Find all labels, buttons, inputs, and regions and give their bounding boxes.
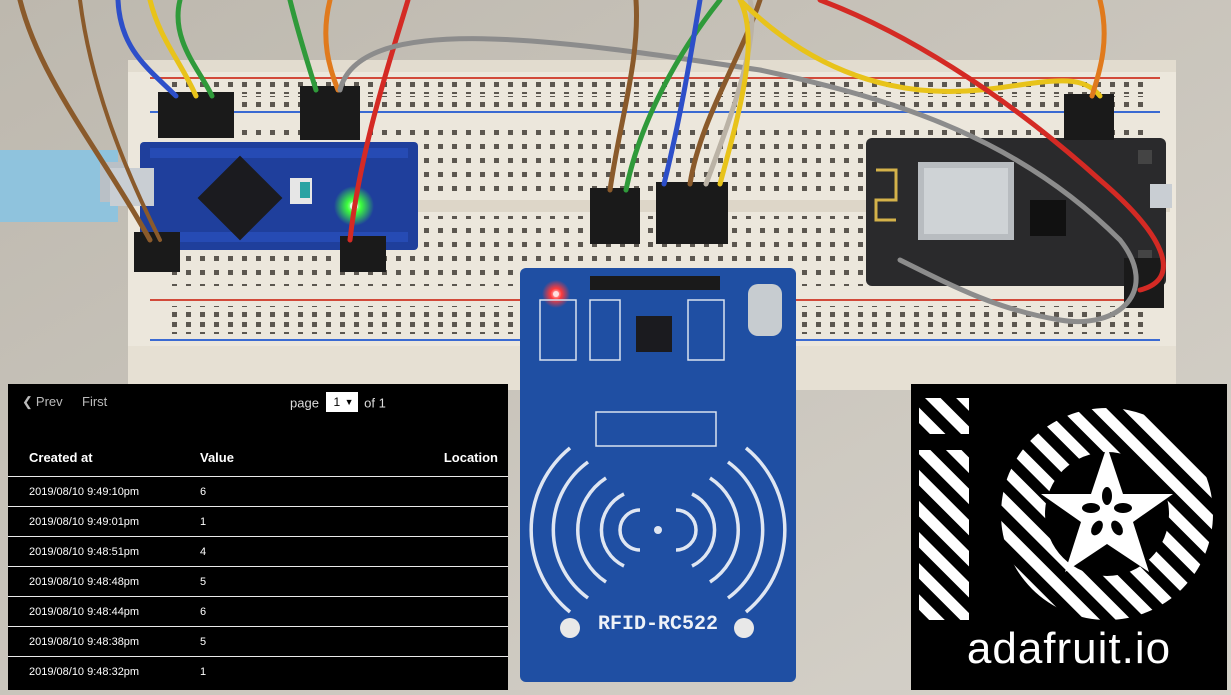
cell-value: 6 <box>200 606 207 618</box>
cell-created-at: 2019/08/10 9:48:48pm <box>29 576 140 588</box>
page-total: of 1 <box>364 395 386 411</box>
prev-label: Prev <box>35 394 63 409</box>
arduino-nano-board <box>110 142 418 250</box>
table-row: 2019/08/10 9:49:10pm 6 <box>8 476 508 506</box>
prev-page-link[interactable]: ❮Prev <box>22 394 63 410</box>
chevron-left-icon: ❮ <box>22 394 33 409</box>
table-header: Created at Value Location <box>8 448 508 470</box>
first-page-link[interactable]: First <box>82 394 108 409</box>
header-pins <box>590 188 640 244</box>
cell-value: 1 <box>200 666 207 678</box>
header-pins <box>656 182 728 244</box>
jumper-wires <box>17 0 1166 324</box>
column-header-created-at[interactable]: Created at <box>29 450 93 465</box>
feed-data-table-panel: ❮Prev First page 1▼ of 1 Created at Valu… <box>8 384 508 690</box>
table-row: 2019/08/10 9:48:38pm 5 <box>8 626 508 656</box>
rfid-rc522-module: RFID-RC522 <box>520 268 796 682</box>
table-body: 2019/08/10 9:49:10pm 6 2019/08/10 9:49:01… <box>8 476 508 686</box>
cell-created-at: 2019/08/10 9:48:44pm <box>29 606 140 618</box>
table-row: 2019/08/10 9:48:44pm 6 <box>8 596 508 626</box>
adafruit-io-wordmark: adafruit.io <box>966 624 1172 673</box>
column-header-value[interactable]: Value <box>200 450 234 465</box>
page-select[interactable]: 1▼ <box>325 392 358 412</box>
table-row: 2019/08/10 9:48:48pm 5 <box>8 566 508 596</box>
rfid-module-label: RFID-RC522 <box>598 613 718 636</box>
caret-down-icon: ▼ <box>344 397 354 407</box>
cell-value: 5 <box>200 576 207 588</box>
cell-created-at: 2019/08/10 9:48:38pm <box>29 636 140 648</box>
page-indicator: page 1▼ of 1 <box>290 392 386 414</box>
usb-cable <box>0 150 118 222</box>
cell-created-at: 2019/08/10 9:48:51pm <box>29 546 140 558</box>
header-pins <box>300 86 360 140</box>
adafruit-io-logo-icon <box>911 384 1227 624</box>
header-pins <box>158 92 234 138</box>
page-label: page <box>290 395 319 411</box>
table-row: 2019/08/10 9:48:51pm 4 <box>8 536 508 566</box>
cell-value: 5 <box>200 636 207 648</box>
cell-created-at: 2019/08/10 9:48:32pm <box>29 666 140 678</box>
adafruit-io-logo-panel: adafruit.io <box>911 384 1227 690</box>
cell-created-at: 2019/08/10 9:49:10pm <box>29 486 140 498</box>
cell-value: 6 <box>200 486 207 498</box>
pagination-bar: ❮Prev First page 1▼ of 1 <box>8 392 508 418</box>
header-pins <box>340 236 386 272</box>
header-pins <box>134 232 180 272</box>
cell-created-at: 2019/08/10 9:49:01pm <box>29 516 140 528</box>
table-row: 2019/08/10 9:49:01pm 1 <box>8 506 508 536</box>
table-row: 2019/08/10 9:48:32pm 1 <box>8 656 508 686</box>
page-value: 1 <box>333 395 341 409</box>
cell-value: 4 <box>200 546 207 558</box>
column-header-location[interactable]: Location <box>443 450 498 465</box>
header-pins <box>1064 94 1114 140</box>
cell-value: 1 <box>200 516 207 528</box>
